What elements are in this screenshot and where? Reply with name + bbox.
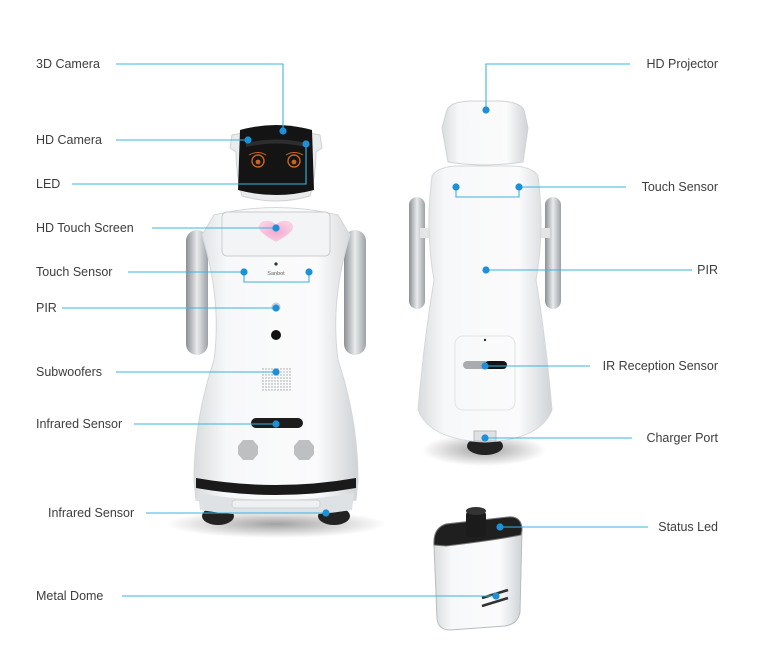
leader-lines: [62, 63, 692, 597]
label-status-led: Status Led: [658, 520, 718, 534]
label-touch-sensor-back: Touch Sensor: [641, 180, 718, 194]
label-charger-port: Charger Port: [646, 431, 718, 445]
label-touch-sensor-front: Touch Sensor: [36, 265, 113, 279]
label-ir-reception-sensor: IR Reception Sensor: [602, 359, 718, 373]
label-3d-camera: 3D Camera: [36, 57, 100, 71]
label-hd-projector: HD Projector: [646, 57, 718, 71]
label-pir-back: PIR: [697, 263, 718, 277]
label-pir-front: PIR: [36, 301, 57, 315]
front-robot-image: Sanbot: [166, 125, 386, 538]
label-metal-dome: Metal Dome: [36, 589, 104, 603]
label-subwoofers: Subwoofers: [36, 365, 103, 379]
marker-dots: [240, 106, 523, 600]
label-infrared-sensor: Infrared Sensor: [36, 417, 123, 431]
label-hd-camera: HD Camera: [36, 133, 102, 147]
label-led: LED: [36, 177, 61, 191]
back-robot-image: [409, 100, 561, 466]
brand-logo-text: Sanbot: [267, 271, 285, 277]
label-infrared-sensor-bottom: Infrared Sensor: [48, 506, 135, 520]
charger-dock-image: [433, 507, 523, 631]
label-hd-touch-screen: HD Touch Screen: [36, 221, 134, 235]
